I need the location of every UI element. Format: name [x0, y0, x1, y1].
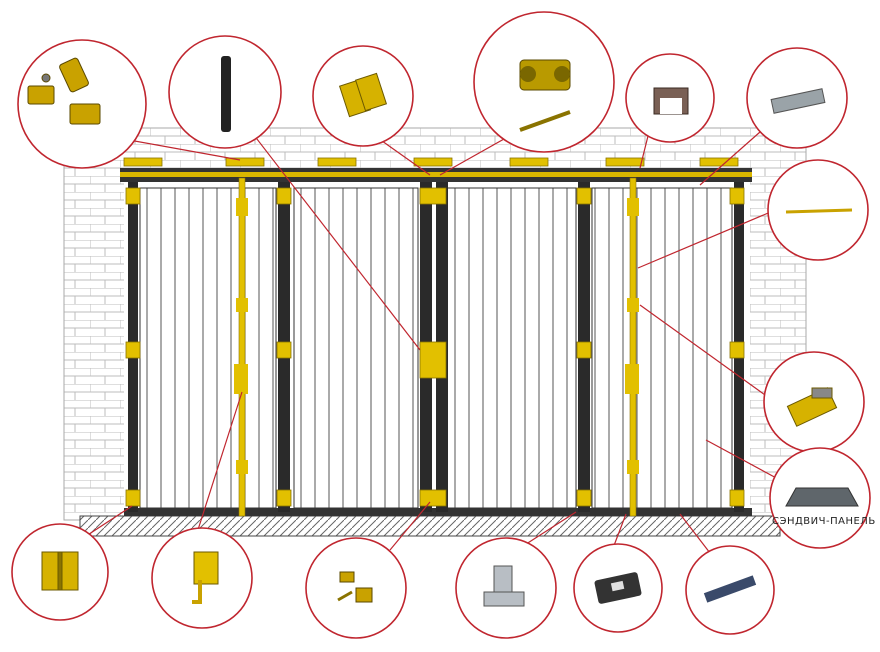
callout-top-guide-rail[interactable]	[625, 53, 715, 143]
callout-roller-carriage[interactable]	[473, 11, 615, 153]
floor-stop-plate-icon	[594, 572, 642, 604]
top-rail-icon	[653, 87, 689, 115]
gate-leaf-4	[591, 187, 733, 509]
sandwich-panel-label: СЭНДВИЧ-ПАНЕЛЬ	[772, 516, 876, 527]
callout-bottom-rail[interactable]	[685, 545, 775, 635]
hinge-brackets-icon	[27, 57, 101, 125]
gate-leaf-3	[445, 187, 577, 509]
callout-aluminium-profile[interactable]	[746, 47, 848, 149]
aluminium-profile-icon	[770, 88, 826, 114]
locking-rods	[234, 177, 639, 517]
bottom-rail-icon	[703, 575, 757, 603]
callout-slide-bolt[interactable]	[763, 351, 865, 453]
latch-handle-icon	[192, 551, 219, 604]
top-guide-rail	[120, 168, 752, 182]
callout-floor-stop-plate[interactable]	[573, 543, 663, 633]
door-handle-icon	[221, 56, 231, 132]
gate-leaf-2	[293, 187, 419, 509]
gate-leaf-1	[139, 187, 277, 509]
callout-hinge-brackets[interactable]	[17, 39, 147, 169]
post-hinges	[125, 187, 745, 507]
leaf-hinge-icon	[41, 551, 79, 591]
callout-leaf-hinge[interactable]	[11, 523, 109, 621]
callout-door-handle[interactable]	[168, 35, 282, 149]
sandwich-panel-icon	[785, 487, 859, 507]
callout-locking-rod[interactable]	[767, 159, 869, 261]
callout-butt-hinge[interactable]	[312, 45, 414, 147]
slide-bolt-icon	[786, 387, 838, 427]
locking-rod-icon	[785, 208, 853, 214]
floor-guide-icon	[483, 565, 525, 607]
callout-latch-handle[interactable]	[151, 527, 253, 629]
small-bolts-icon	[337, 571, 373, 603]
callout-floor-guide[interactable]	[455, 537, 557, 639]
roller-carriage-icon	[519, 59, 571, 132]
leader-lines	[79, 127, 781, 567]
roller-carriages	[123, 157, 739, 167]
butt-hinge-icon	[338, 72, 388, 118]
callout-sandwich-panel[interactable]	[769, 447, 871, 549]
callout-small-bolts[interactable]	[305, 537, 407, 639]
